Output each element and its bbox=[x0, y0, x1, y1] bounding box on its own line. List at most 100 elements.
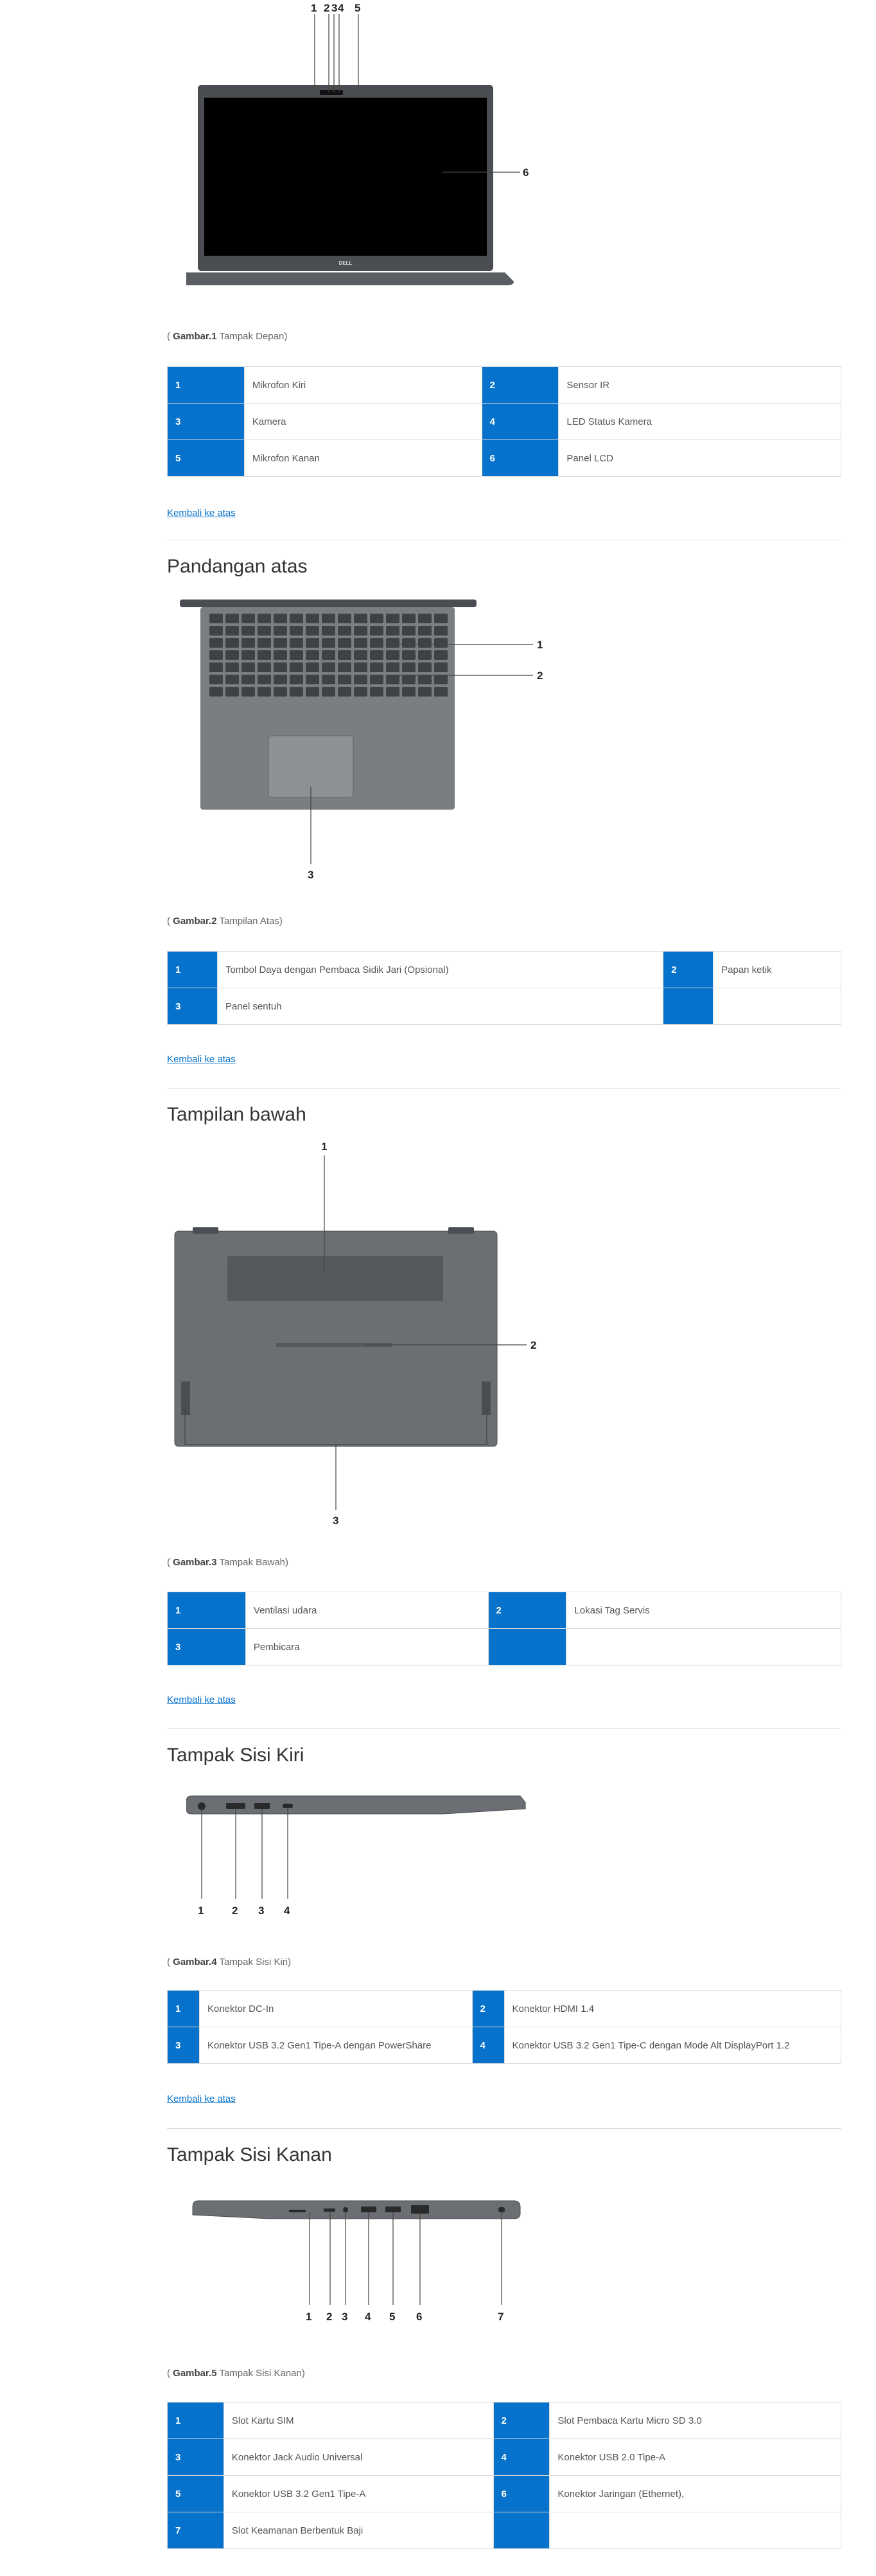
legend-label: Konektor USB 3.2 Gen1 Tipe-C dengan Mode… bbox=[504, 2027, 842, 2064]
keyboard-key bbox=[225, 650, 239, 660]
legend-number: 2 bbox=[471, 1990, 505, 2027]
back-to-top-link[interactable]: Kembali ke atas bbox=[167, 1694, 236, 1705]
air-vents bbox=[227, 1256, 443, 1301]
top-callout: 2 bbox=[537, 670, 543, 682]
ethernet-port bbox=[411, 2205, 429, 2214]
keyboard-key bbox=[338, 626, 351, 635]
keyboard-key bbox=[209, 662, 223, 672]
keyboard-key bbox=[370, 650, 383, 660]
keyboard-key bbox=[370, 687, 383, 697]
right-callout: 3 bbox=[342, 2311, 347, 2323]
keyboard-key bbox=[402, 638, 416, 648]
keyboard-key bbox=[241, 650, 255, 660]
keyboard-key bbox=[241, 675, 255, 684]
keyboard-key bbox=[434, 626, 448, 635]
keyboard-key bbox=[274, 662, 287, 672]
bottom-view-figure: 1 2 3 bbox=[174, 1141, 536, 1527]
legend-label bbox=[566, 1628, 841, 1666]
keyboard-key bbox=[370, 662, 383, 672]
legend-number: 1 bbox=[167, 951, 218, 988]
left-callout: 2 bbox=[232, 1905, 238, 1917]
right-callout: 2 bbox=[326, 2311, 332, 2323]
keyboard-key bbox=[322, 662, 335, 672]
keyboard-key bbox=[338, 675, 351, 684]
back-to-top-link[interactable]: Kembali ke atas bbox=[167, 1054, 236, 1065]
right-callout: 1 bbox=[306, 2311, 311, 2323]
keyboard-key bbox=[354, 650, 367, 660]
front-callout: 2 bbox=[324, 2, 329, 14]
right-callout: 5 bbox=[389, 2311, 395, 2323]
section-title: Tampak Sisi Kiri bbox=[167, 1745, 304, 1766]
keyboard-key bbox=[225, 626, 239, 635]
legend-number: 5 bbox=[167, 440, 245, 477]
top-callout: 1 bbox=[537, 639, 543, 651]
top-callout: 3 bbox=[308, 869, 313, 881]
keyboard-key bbox=[306, 614, 319, 623]
keyboard-key bbox=[402, 614, 416, 623]
keyboard-key bbox=[418, 614, 432, 623]
keyboard-key bbox=[386, 675, 399, 684]
keyboard-key bbox=[354, 687, 367, 697]
legend-label: Slot Kartu SIM bbox=[223, 2402, 494, 2439]
legend-number: 4 bbox=[471, 2027, 505, 2064]
keyboard-key bbox=[241, 614, 255, 623]
front-callout: 4 bbox=[338, 2, 344, 14]
legend-label: Slot Keamanan Berbentuk Baji bbox=[223, 2512, 494, 2549]
legend-label: Konektor Jack Audio Universal bbox=[223, 2438, 494, 2476]
lid-edge bbox=[180, 600, 477, 607]
right-callout: 4 bbox=[365, 2311, 371, 2323]
legend-label: Konektor HDMI 1.4 bbox=[504, 1990, 842, 2027]
legend-number: 4 bbox=[481, 403, 559, 440]
section-title: Tampilan bawah bbox=[167, 1104, 306, 1125]
keyboard-key bbox=[258, 638, 271, 648]
keyboard-key bbox=[209, 687, 223, 697]
keyboard-key bbox=[290, 675, 303, 684]
right-callout: 7 bbox=[498, 2311, 504, 2323]
legend-number: 1 bbox=[167, 1592, 246, 1629]
left-callout: 4 bbox=[284, 1905, 290, 1917]
left-callout: 1 bbox=[198, 1905, 204, 1917]
keyboard-key bbox=[338, 687, 351, 697]
keyboard-key bbox=[386, 687, 399, 697]
keyboard-key bbox=[225, 614, 239, 623]
section-title: Pandangan atas bbox=[167, 556, 308, 577]
keyboard-key bbox=[402, 675, 416, 684]
keyboard-key bbox=[354, 638, 367, 648]
keyboard-key bbox=[434, 614, 448, 623]
keyboard-key bbox=[225, 638, 239, 648]
wedge-lock-slot bbox=[498, 2207, 505, 2212]
front-callout: 1 bbox=[311, 2, 317, 14]
keyboard-key bbox=[354, 614, 367, 623]
figure-caption: ( Gambar.4 Tampak Sisi Kiri) bbox=[167, 1957, 292, 1968]
keyboard-key bbox=[306, 675, 319, 684]
back-to-top-link[interactable]: Kembali ke atas bbox=[167, 2093, 236, 2104]
keyboard-key bbox=[370, 675, 383, 684]
front-view-figure: DELL 1 2 3 4 5 6 bbox=[186, 2, 529, 285]
keyboard-key bbox=[241, 687, 255, 697]
keyboard-key bbox=[370, 626, 383, 635]
bottom-callout: 3 bbox=[333, 1515, 338, 1527]
legend-number: 1 bbox=[167, 366, 245, 404]
legend-number: 6 bbox=[481, 440, 559, 477]
keyboard-key bbox=[225, 675, 239, 684]
hinge-left bbox=[193, 1227, 218, 1234]
legend-number: 1 bbox=[167, 2402, 224, 2439]
legend-label: Kamera bbox=[243, 403, 482, 440]
legend-number: 3 bbox=[167, 403, 245, 440]
keyboard-key bbox=[354, 662, 367, 672]
camera-bar bbox=[320, 90, 343, 95]
bottom-callout: 1 bbox=[321, 1141, 327, 1153]
back-to-top-link[interactable]: Kembali ke atas bbox=[167, 508, 236, 519]
hdmi-port bbox=[226, 1803, 245, 1809]
front-callout: 6 bbox=[523, 166, 529, 179]
right-side-figure: 1 2 3 4 5 6 7 bbox=[192, 2200, 521, 2323]
